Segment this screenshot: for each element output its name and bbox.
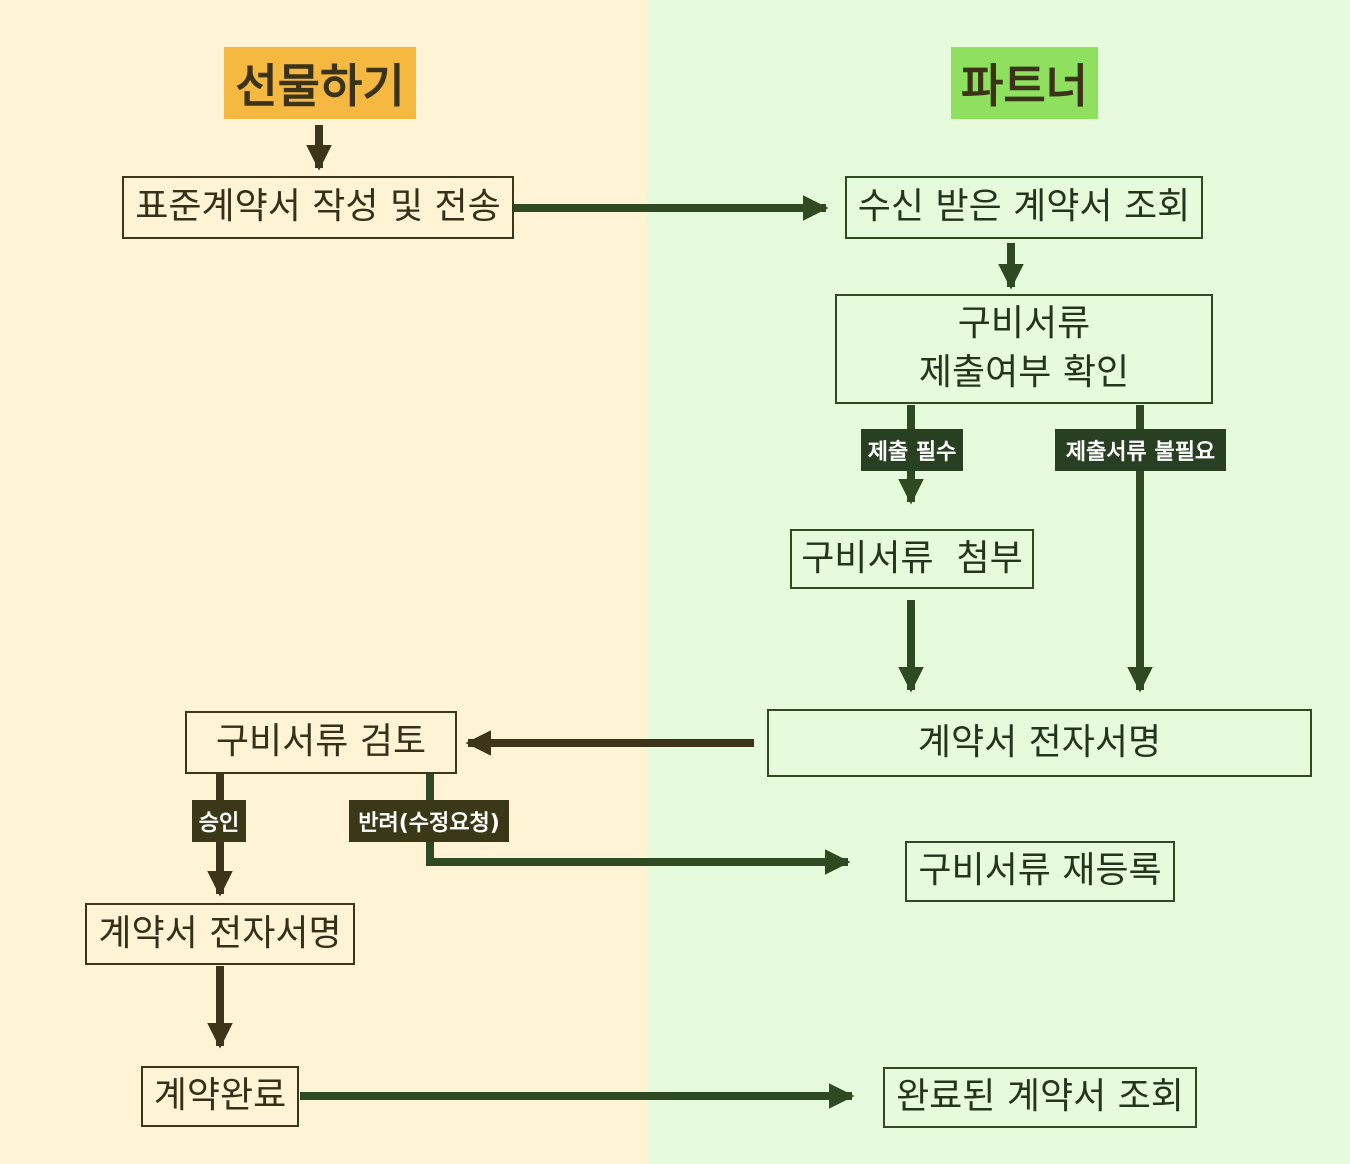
node-docs-check: 구비서류 제출여부 확인 xyxy=(835,294,1213,404)
node-partner-esign-label: 계약서 전자서명 xyxy=(917,721,1162,763)
node-standard-contract-label: 표준계약서 작성 및 전송 xyxy=(135,186,501,228)
node-docs-reregister: 구비서류 재등록 xyxy=(905,841,1175,902)
edge-label-submit-required: 제출 필수 xyxy=(861,429,963,471)
node-docs-review: 구비서류 검토 xyxy=(185,711,457,774)
node-left-esign-label: 계약서 전자서명 xyxy=(98,912,342,954)
node-partner-esign: 계약서 전자서명 xyxy=(767,709,1312,777)
node-left-esign: 계약서 전자서명 xyxy=(85,903,355,965)
node-standard-contract: 표준계약서 작성 및 전송 xyxy=(122,176,514,239)
header-right: 파트너 xyxy=(951,47,1098,119)
header-left: 선물하기 xyxy=(224,47,416,119)
node-docs-review-label: 구비서류 검토 xyxy=(215,721,427,763)
node-docs-check-line1: 구비서류 xyxy=(957,303,1091,345)
left-lane-background xyxy=(0,0,647,1164)
node-done-contract-view-label: 완료된 계약서 조회 xyxy=(896,1076,1184,1118)
node-received-contract: 수신 받은 계약서 조회 xyxy=(845,176,1203,239)
node-contract-done-label: 계약완료 xyxy=(153,1075,287,1117)
edge-label-reject: 반려(수정요청) xyxy=(349,800,509,842)
node-received-contract-label: 수신 받은 계약서 조회 xyxy=(857,186,1191,228)
edge-label-docs-not-required: 제출서류 불필요 xyxy=(1055,429,1226,471)
node-done-contract-view: 완료된 계약서 조회 xyxy=(883,1067,1197,1128)
node-docs-check-line2: 제출여부 확인 xyxy=(918,352,1130,393)
node-docs-attach-label: 구비서류 첨부 xyxy=(801,537,1023,579)
edge-label-approve: 승인 xyxy=(192,800,246,842)
node-docs-reregister-label: 구비서류 재등록 xyxy=(918,850,1162,892)
right-lane-background xyxy=(647,0,1350,1164)
node-docs-attach: 구비서류 첨부 xyxy=(790,529,1034,589)
node-contract-done: 계약완료 xyxy=(141,1066,299,1127)
